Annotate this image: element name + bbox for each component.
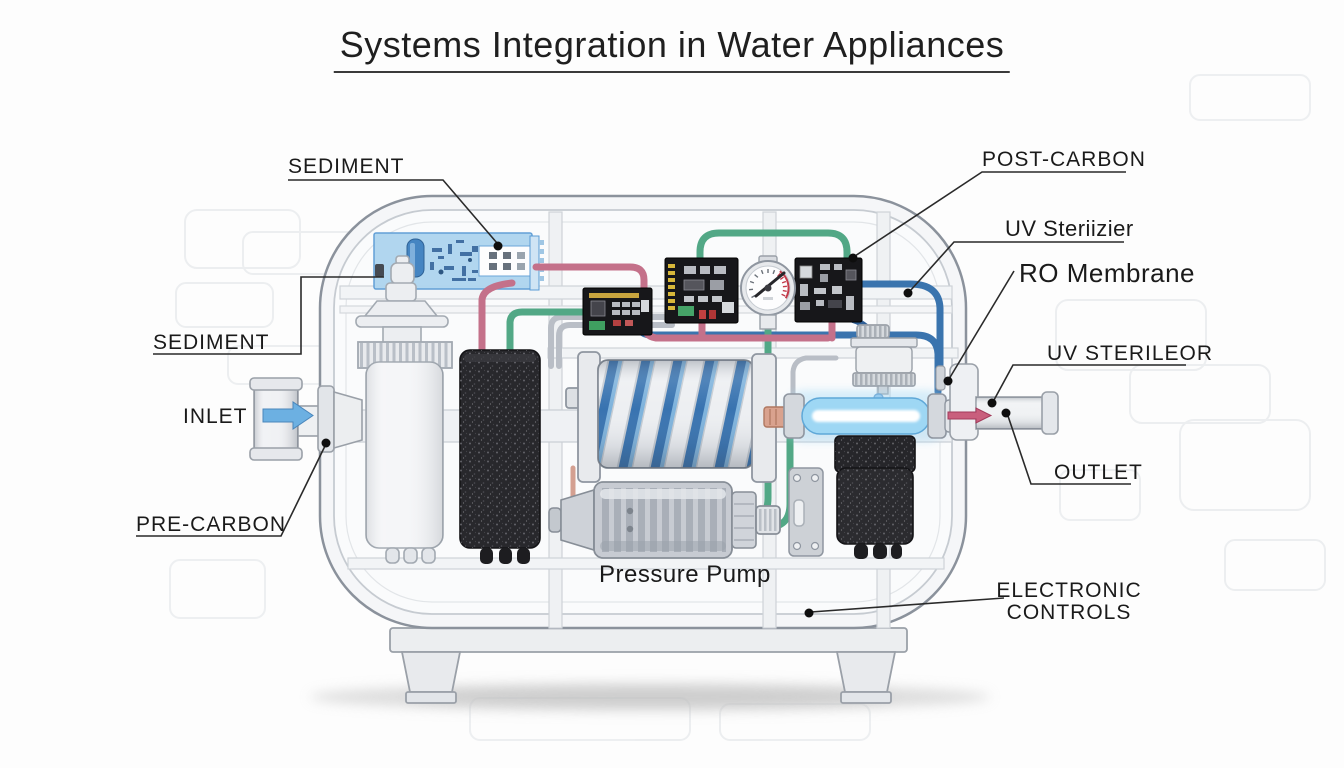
label-uv-sterilizer-2: UV STERILEOR [1047, 342, 1213, 365]
diagram-title: Systems Integration in Water Appliances [333, 24, 1011, 73]
label-pre-carbon: PRE-CARBON [136, 513, 286, 536]
label-ro-membrane: RO Membrane [1019, 258, 1195, 288]
label-outlet: OUTLET [1054, 461, 1143, 484]
leader-lines [136, 171, 1186, 618]
gray-tubes [548, 314, 839, 407]
blue-tube-right [856, 280, 944, 384]
pre-carbon-filter [459, 349, 541, 564]
label-electronic-controls-2: CONTROLS [1007, 601, 1132, 624]
outlet-dot [1001, 408, 1011, 418]
label-sediment-top: SEDIMENT [288, 155, 405, 178]
label-inlet: INLET [183, 405, 248, 428]
sediment-top-dot [493, 241, 503, 251]
ro-membrane [565, 351, 777, 483]
uv-sterilizer-tube [763, 390, 962, 442]
inlet-assembly [249, 377, 363, 461]
pink-tube-b [478, 279, 516, 360]
pressure-gauge [740, 255, 796, 330]
label-electronic-controls-1: ELECTRONIC [996, 579, 1141, 602]
pink-tube-a [532, 263, 648, 297]
pre-carbon-dot [321, 438, 331, 448]
inlet-flow-arrow-icon [262, 401, 314, 430]
gauge-red-ticks [777, 272, 787, 297]
pcb-board-3 [794, 257, 863, 323]
outlet-assembly [935, 363, 1059, 441]
label-pressure-pump: Pressure Pump [599, 561, 771, 588]
control-pcb-panel [373, 232, 544, 291]
uv-sterilizer-2-dot [987, 398, 997, 408]
gauge-ticks [749, 269, 776, 299]
floor-shadow-core [405, 688, 895, 706]
tank-base [389, 627, 908, 704]
relay-pads [489, 252, 525, 270]
sediment-filter [355, 255, 453, 564]
label-sediment-left: SEDIMENT [153, 331, 270, 354]
green-tube-arc [696, 229, 851, 266]
label-post-carbon: POST-CARBON [982, 148, 1146, 171]
label-uv-sterilizer: UV Steriizier [1005, 216, 1134, 241]
post-carbon-dot [848, 253, 858, 263]
electronic-controls-dot [804, 608, 814, 618]
pcb-board-2 [664, 257, 739, 324]
green-tube-filter [506, 308, 589, 360]
ro-membrane-dot [943, 376, 953, 386]
uv-sterilizer-dot [903, 288, 913, 298]
pcb-traces [430, 240, 478, 281]
mounting-flange [788, 467, 824, 557]
labels: SEDIMENT SEDIMENT INLET PRE-CARBON POST-… [136, 148, 1213, 624]
outlet-flow-arrow-icon [947, 407, 993, 424]
pressure-pump [548, 481, 781, 559]
mini-valve-icon [375, 264, 384, 277]
post-carbon-filter [834, 435, 916, 559]
gauge-needle [754, 271, 786, 298]
pcb-board-1 [582, 287, 653, 336]
